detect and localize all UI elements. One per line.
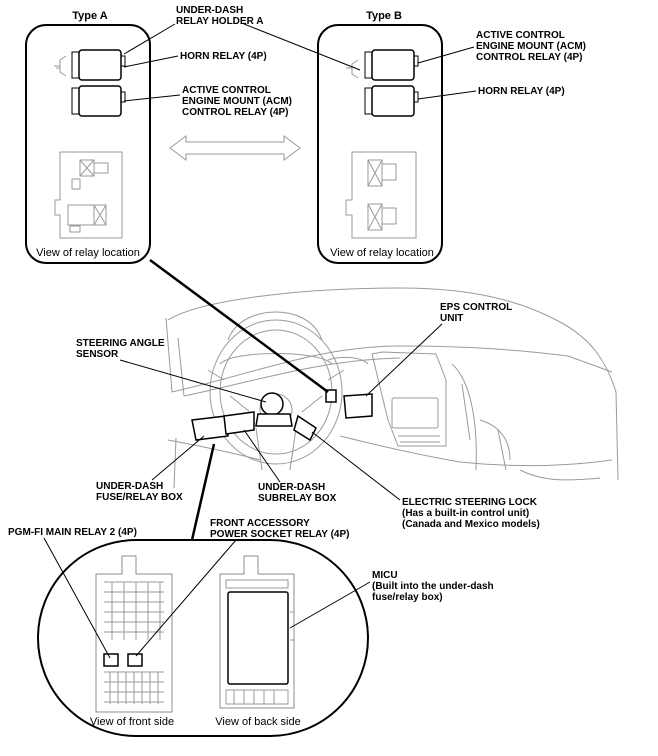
label-line: STEERING ANGLE [76, 338, 165, 349]
type-a-frame [25, 24, 151, 264]
label-line: fuse/relay box) [372, 592, 443, 603]
leader-eps-control-unit [365, 323, 443, 397]
leader-micu [289, 581, 371, 629]
label-line: PGM-FI MAIN RELAY 2 (4P) [8, 527, 137, 538]
label-line: ENGINE MOUNT (ACM) [182, 96, 292, 107]
label-line: ACTIVE CONTROL [182, 85, 271, 96]
type-a-panel: Type A View of relay location [25, 10, 151, 264]
micu-shape [227, 591, 289, 685]
front-view-label: View of front side [90, 716, 174, 728]
type-b-frame [317, 24, 443, 264]
label-pgm-fi-main-relay: PGM-FI MAIN RELAY 2 (4P) [8, 527, 137, 538]
steering-angle-sensor-shape [260, 392, 284, 416]
eps-control-unit-shape [343, 393, 373, 419]
label-acm-relay-a: ACTIVE CONTROL ENGINE MOUNT (ACM) CONTRO… [182, 85, 292, 118]
pointer-to-relay-holder [149, 258, 329, 394]
label-line: ELECTRIC STEERING LOCK [402, 497, 538, 508]
under-dash-subrelay-box-shape [223, 411, 255, 435]
label-line: ENGINE MOUNT (ACM) [476, 41, 586, 52]
label-under-dash-fuse-relay-box: UNDER-DASH FUSE/RELAY BOX [96, 481, 183, 503]
horn-relay-b-shape [371, 85, 415, 117]
fuse-box-detail-panel: View of front side View of back side [37, 539, 369, 737]
acm-relay-b-shape [371, 49, 415, 81]
fuse-box-detail-frame [37, 539, 369, 737]
label-steering-angle-sensor: STEERING ANGLE SENSOR [76, 338, 165, 360]
label-line: UNIT [440, 313, 463, 324]
leader-under-dash-subrelay-box [243, 429, 281, 483]
type-b-view-label: View of relay location [330, 247, 434, 259]
label-electric-steering-lock: ELECTRIC STEERING LOCK (Has a built-in c… [402, 497, 540, 530]
front-accessory-relay-shape [127, 653, 143, 667]
relay-holder-a-drawing [54, 49, 126, 117]
label-line: UNDER-DASH [258, 482, 325, 493]
label-under-dash-relay-holder: UNDER-DASH RELAY HOLDER A [176, 5, 263, 27]
dashboard-components [191, 389, 373, 442]
label-line: CONTROL RELAY (4P) [182, 107, 289, 118]
relay-holder-b-drawing [346, 49, 419, 117]
label-line: ACTIVE CONTROL [476, 30, 565, 41]
label-line: CONTROL RELAY (4P) [476, 52, 583, 63]
leader-front-accessory-relay [135, 539, 237, 657]
label-line: FRONT ACCESSORY [210, 518, 310, 529]
leader-electric-steering-lock [311, 431, 401, 501]
double-arrow-icon [169, 135, 301, 161]
pointer-to-fuse-box-detail [190, 443, 216, 541]
leader-under-dash-fuse-relay-box [151, 435, 205, 481]
label-front-accessory-relay: FRONT ACCESSORY POWER SOCKET RELAY (4P) [210, 518, 349, 540]
relay-holder-position-shape [325, 389, 337, 403]
label-line: (Built into the under-dash [372, 581, 494, 592]
label-line: SUBRELAY BOX [258, 493, 337, 504]
type-a-view-label: View of relay location [36, 247, 140, 259]
fuse-box-front-view [95, 555, 173, 713]
label-acm-relay-b: ACTIVE CONTROL ENGINE MOUNT (ACM) CONTRO… [476, 30, 586, 63]
label-line: RELAY HOLDER A [176, 16, 263, 27]
leader-relay-holder-b [243, 23, 361, 71]
label-eps-control-unit: EPS CONTROL UNIT [440, 302, 512, 324]
label-line: FUSE/RELAY BOX [96, 492, 183, 503]
label-line: HORN RELAY (4P) [180, 51, 267, 62]
horn-relay-a-shape [78, 49, 122, 81]
acm-relay-a-shape [78, 85, 122, 117]
steering-wheel-shape [209, 319, 343, 465]
relay-location-view-a [54, 151, 123, 239]
back-view-label: View of back side [215, 716, 300, 728]
type-a-title: Type A [72, 10, 108, 22]
label-micu: MICU (Built into the under-dash fuse/rel… [372, 570, 494, 603]
under-dash-fuse-relay-box-shape [191, 415, 229, 441]
label-line: UNDER-DASH [176, 5, 243, 16]
leader-horn-relay-a [123, 55, 179, 68]
relay-location-view-b [345, 151, 417, 239]
fuse-box-back-view [219, 555, 295, 709]
electric-steering-lock-shape [293, 414, 317, 442]
label-under-dash-subrelay-box: UNDER-DASH SUBRELAY BOX [258, 482, 337, 504]
label-horn-relay-b: HORN RELAY (4P) [478, 86, 565, 97]
label-line: UNDER-DASH [96, 481, 163, 492]
leader-horn-relay-b [417, 90, 477, 100]
label-line: (Has a built-in control unit) [402, 508, 529, 519]
leader-relay-holder-a [123, 23, 176, 55]
label-line: EPS CONTROL [440, 302, 512, 313]
pgm-fi-main-relay-shape [103, 653, 119, 667]
label-line: MICU [372, 570, 398, 581]
label-line: SENSOR [76, 349, 119, 360]
label-line: POWER SOCKET RELAY (4P) [210, 529, 349, 540]
dashboard-illustration [165, 287, 619, 489]
leader-pgm-fi-main-relay [43, 537, 111, 659]
leader-steering-angle-sensor [119, 359, 267, 403]
leader-acm-relay-a [123, 94, 181, 102]
type-b-panel: Type B View of relay location [317, 10, 443, 264]
type-b-title: Type B [366, 10, 402, 22]
label-horn-relay-a: HORN RELAY (4P) [180, 51, 267, 62]
label-line: HORN RELAY (4P) [478, 86, 565, 97]
leader-acm-relay-b [417, 46, 475, 64]
label-line: (Canada and Mexico models) [402, 519, 540, 530]
